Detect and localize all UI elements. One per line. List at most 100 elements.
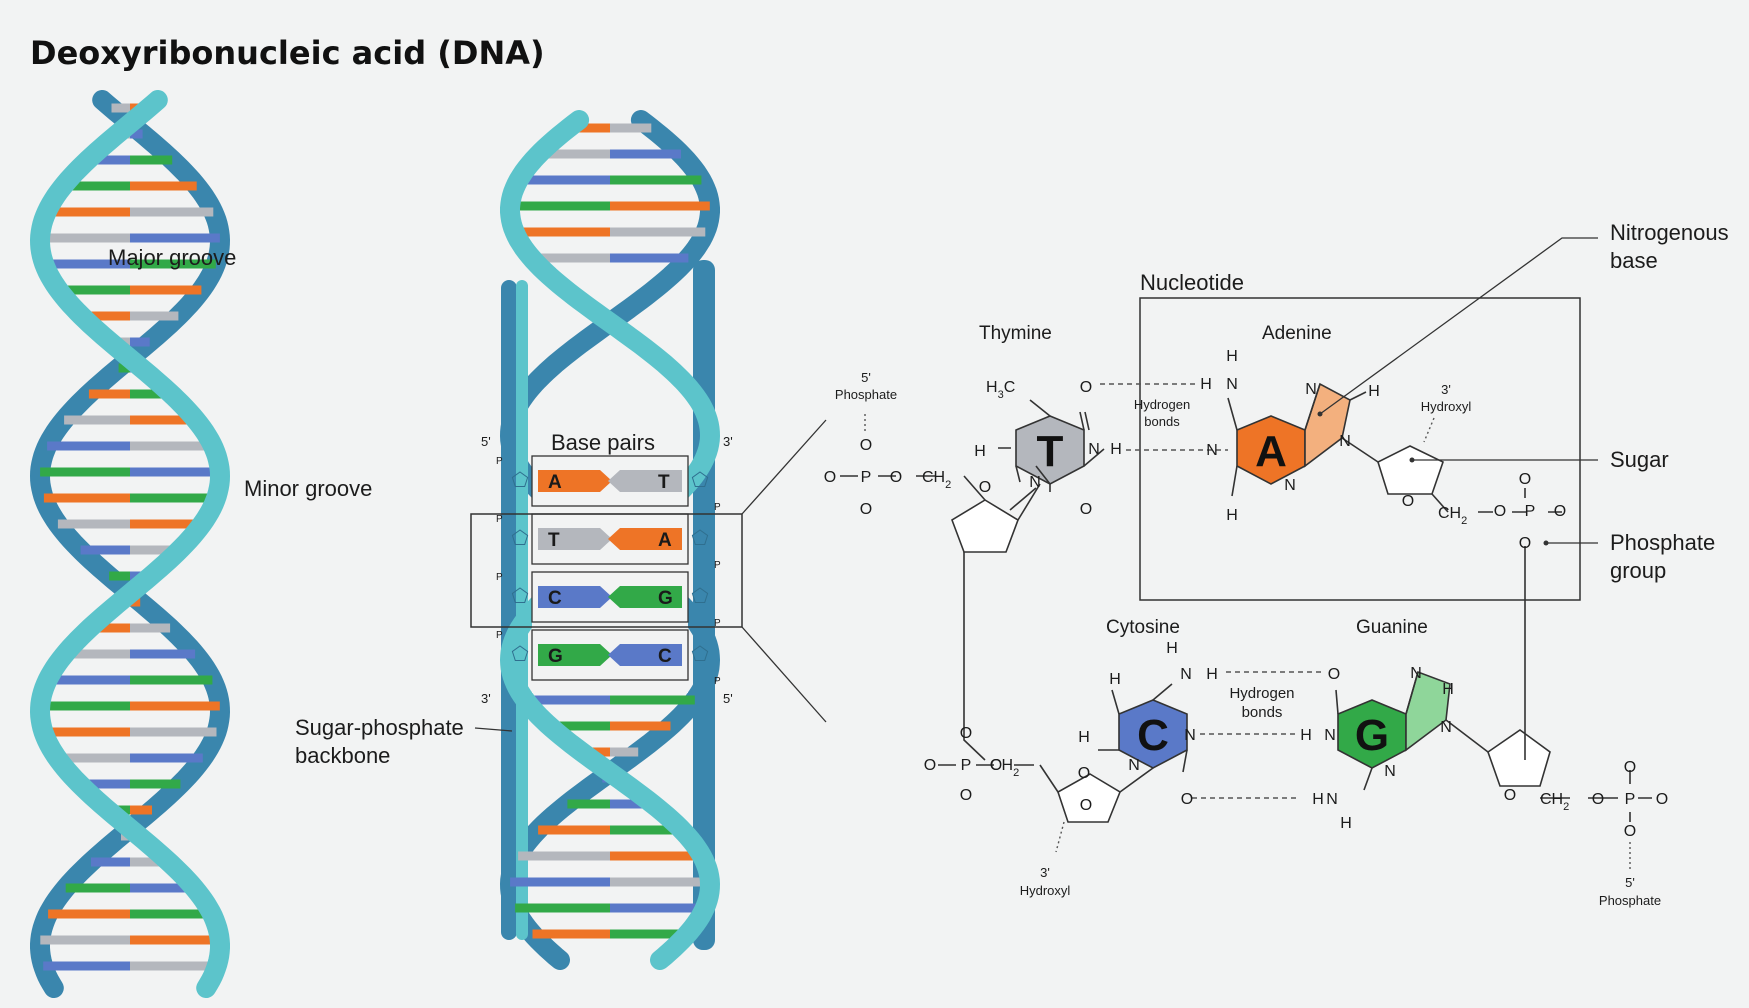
nitrogenous-base-leader — [1319, 237, 1598, 415]
base-pair-right-letter: C — [658, 646, 672, 667]
atom-n: N — [1284, 477, 1296, 494]
atom-n: N — [1088, 441, 1100, 458]
atom-h: H — [1200, 376, 1212, 393]
atom-n: N — [1440, 719, 1452, 736]
dotted-3-hydroxyl-top — [1423, 417, 1435, 443]
atom-h: H — [1340, 815, 1352, 832]
base-pair-left-letter: T — [548, 530, 560, 551]
phosphate-marker: P — [496, 572, 503, 583]
nucleotide-box — [1139, 297, 1581, 601]
atom-o: O — [1624, 759, 1636, 776]
hbonds-bottom-line2: bonds — [1242, 704, 1283, 721]
atom-o: O — [890, 469, 902, 486]
backbone-sugar — [691, 529, 709, 545]
atom-o: O — [1080, 379, 1092, 396]
base-pair-right — [608, 528, 682, 550]
atom-n: N — [1184, 727, 1196, 744]
strand-end-top-right: 3' — [723, 434, 733, 449]
nitrogenous-base-pointer — [1317, 411, 1323, 417]
sugar-adenine — [1377, 445, 1444, 495]
atom-h: H — [1206, 666, 1218, 683]
hydroxyl-3-top-line1: 3' — [1441, 382, 1451, 397]
phosphate-5-top-line1: 5' — [861, 370, 871, 385]
base-pair-box — [531, 571, 689, 623]
base-pair-left — [538, 644, 612, 666]
backbone-sugar — [511, 645, 529, 661]
atom-h: H — [974, 443, 986, 460]
base-pair-right-letter: T — [658, 472, 670, 493]
base-pair-right — [608, 586, 682, 608]
atom-n: N — [1339, 433, 1351, 450]
phosphate-5-top-line2: Phosphate — [835, 387, 897, 402]
nitrogenous-base-line1: Nitrogenous — [1610, 220, 1729, 245]
phosphate-marker: P — [714, 502, 721, 513]
adenine-bonds — [1227, 383, 1379, 497]
strand-end-bottom-left: 3' — [481, 691, 491, 706]
backbone-sugar — [691, 471, 709, 487]
nucleotide-label: Nucleotide — [1140, 270, 1244, 295]
base-pair-left — [538, 586, 612, 608]
zoom-box — [470, 513, 743, 628]
atom-h: H — [1312, 791, 1324, 808]
left-helix — [29, 90, 231, 998]
left-backbone-strand — [501, 280, 517, 940]
hbonds-bottom-line1: Hydrogen — [1229, 685, 1294, 702]
atom-o: O — [1494, 503, 1506, 520]
adenine-sugar-link — [1431, 493, 1526, 760]
base-pair-left-letter: G — [548, 646, 563, 667]
ch2-group-guanine: CH2 — [1540, 791, 1569, 813]
ch2-group-adenine: CH2 — [1438, 505, 1467, 527]
atom-n: N — [1384, 763, 1396, 780]
dotted-3-hydroxyl-bottom — [1055, 821, 1065, 853]
sugar-cytosine — [1057, 773, 1121, 823]
right-phosphate-bonds — [1478, 488, 1562, 513]
phosphate-5-bottom-line1: 5' — [1625, 875, 1635, 890]
atom-n: N — [1226, 376, 1238, 393]
backbone-sugar — [691, 587, 709, 603]
zoom-line-bottom — [741, 626, 827, 723]
atom-h: H — [1300, 727, 1312, 744]
atom-o: O — [1504, 787, 1516, 804]
base-pair-right — [608, 644, 682, 666]
atom-o: O — [1402, 493, 1414, 510]
atom-h: H — [1226, 507, 1238, 524]
atom-o: O — [1624, 823, 1636, 840]
strand-end-top-left: 5' — [481, 434, 491, 449]
hydroxyl-3-bottom-line1: 3' — [1040, 865, 1050, 880]
atom-o: O — [924, 757, 936, 774]
methyl-group: H3C — [986, 379, 1015, 401]
atom-o: O — [1592, 791, 1604, 808]
atom-h: H — [1226, 348, 1238, 365]
atom-p: P — [1525, 503, 1536, 520]
atom-h: H — [1442, 681, 1454, 698]
phosphate-marker: P — [714, 676, 721, 687]
phosphate-group-line2: group — [1610, 558, 1666, 583]
phosphate-group-pointer — [1543, 540, 1549, 546]
phosphate-group-line1: Phosphate — [1610, 530, 1715, 555]
sugar-pointer — [1409, 457, 1415, 463]
atom-o: O — [1656, 791, 1668, 808]
adenine-label: Adenine — [1262, 323, 1332, 344]
backbone-sugar — [511, 471, 529, 487]
atom-h: H — [1166, 640, 1178, 657]
left-helix-strand-front — [29, 90, 231, 998]
base-pair-right-letter: A — [658, 530, 672, 551]
backbone-sugar — [511, 529, 529, 545]
atom-o: O — [1181, 791, 1193, 808]
atom-o: O — [1078, 765, 1090, 782]
atom-p: P — [1625, 791, 1636, 808]
phosphate-marker: P — [496, 456, 503, 467]
cytosine-label: Cytosine — [1106, 617, 1180, 638]
major-groove-label: Major groove — [108, 245, 236, 270]
atom-h: H — [1078, 729, 1090, 746]
backbone-leader-line — [474, 727, 513, 732]
strand-end-bottom-right: 5' — [723, 691, 733, 706]
sugar-guanine — [1487, 729, 1551, 787]
guanine-label: Guanine — [1356, 617, 1428, 638]
sugar-callout: Sugar — [1610, 447, 1669, 472]
backbone-sugar — [511, 587, 529, 603]
base-pair-left — [538, 470, 612, 492]
phosphate-5-bottom-line2: Phosphate — [1599, 893, 1661, 908]
